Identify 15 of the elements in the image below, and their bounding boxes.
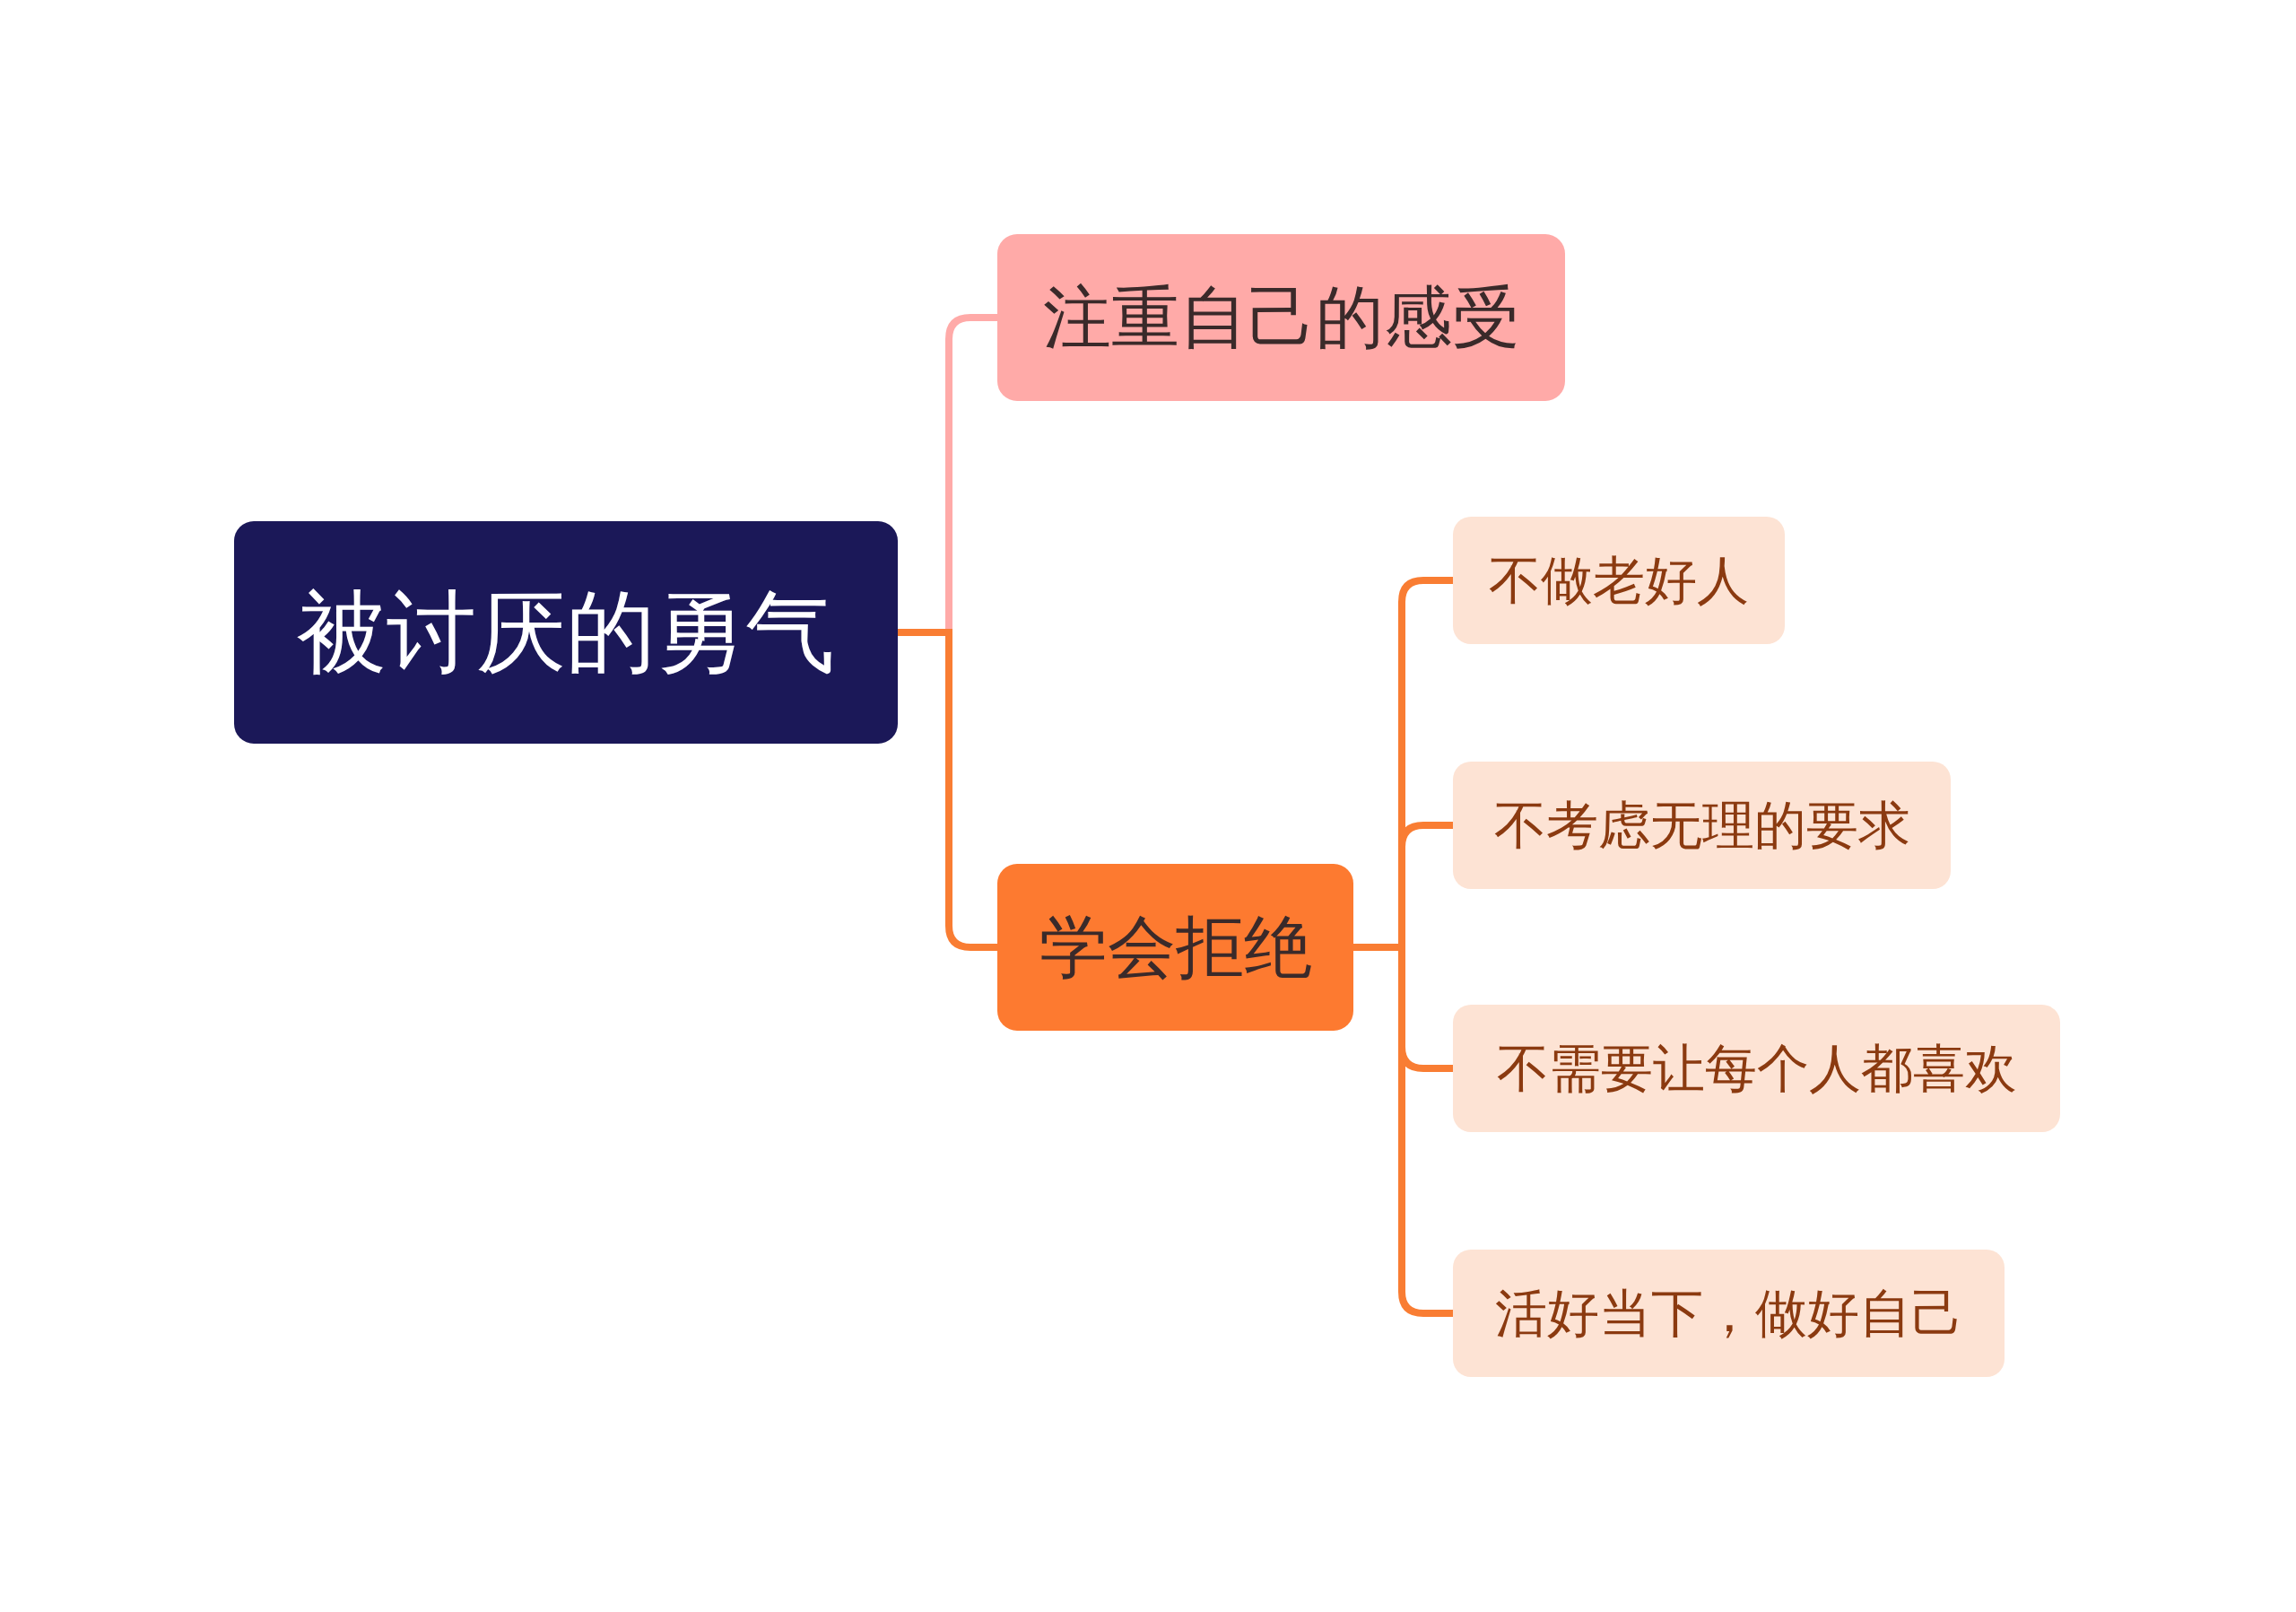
- topic-text: 不需要让每个人都喜欢: [1496, 1036, 2017, 1101]
- topic-text: 不考虑无理的要求: [1493, 793, 1910, 858]
- connector-line: [1353, 944, 1453, 1317]
- subtopic-box: [1453, 1005, 2060, 1132]
- subtopic-box: [1453, 1250, 2005, 1377]
- topic-box: [997, 864, 1353, 1031]
- topic-text: 活好当下，做好自己: [1494, 1281, 1963, 1346]
- subtopic-box: [1453, 517, 1785, 644]
- topic-text: 学会拒绝: [1039, 906, 1312, 989]
- subtopic-box: [1453, 762, 1951, 889]
- topic-box: [997, 234, 1565, 401]
- root-topic-box: [234, 521, 898, 744]
- topic-text: 不做老好人: [1489, 548, 1749, 613]
- topic-text: 注重自己的感受: [1042, 276, 1520, 359]
- topic-text: 被讨厌的勇气: [297, 579, 835, 686]
